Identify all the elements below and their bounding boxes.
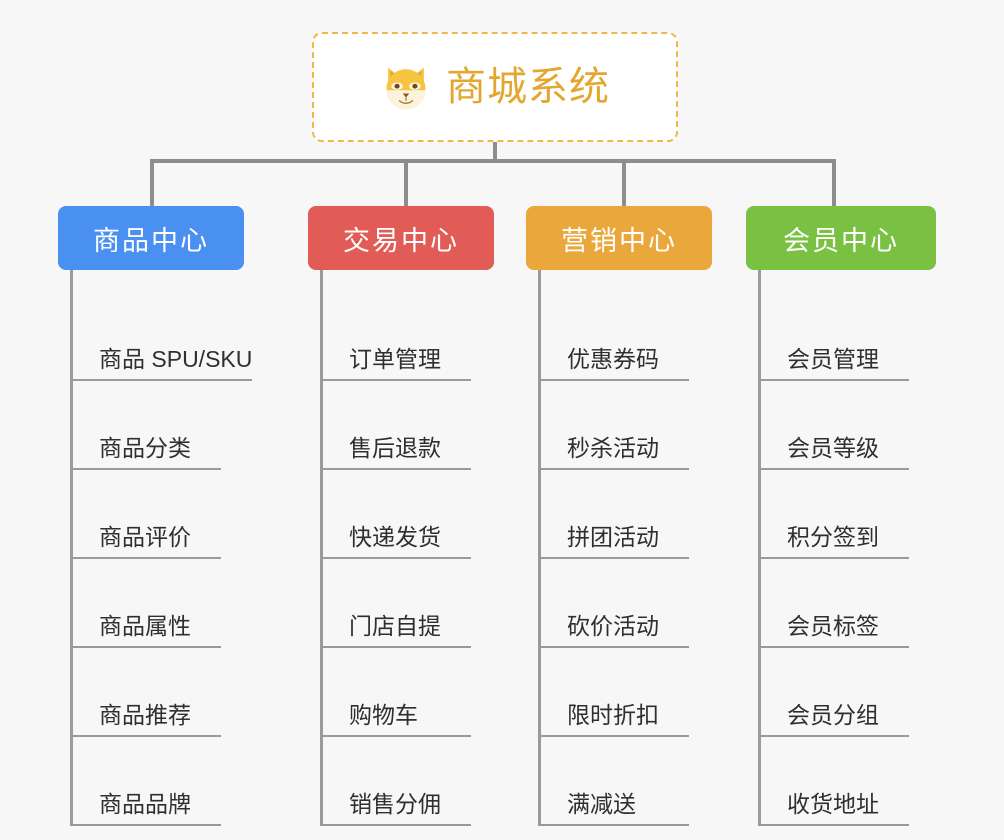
branch-column-4: 会员中心 会员管理 会员等级 积分签到 会员标签 会员分组 收货地址 [746, 206, 966, 826]
root-node[interactable]: 商城系统 [312, 32, 678, 142]
item-label: 优惠券码 [541, 346, 689, 381]
branch-spine-1: 商品 SPU/SKU 商品分类 商品评价 商品属性 商品推荐 商品品牌 [70, 270, 278, 826]
category-header-3[interactable]: 营销中心 [526, 206, 712, 270]
connector-root-stem [493, 142, 497, 162]
list-item[interactable]: 销售分佣 [323, 737, 528, 826]
item-label: 限时折扣 [541, 702, 689, 737]
item-label: 商品分类 [73, 435, 221, 470]
item-label: 商品属性 [73, 613, 221, 648]
item-label: 拼团活动 [541, 524, 689, 559]
list-item[interactable]: 商品分类 [73, 381, 278, 470]
connector-drop-1 [150, 159, 154, 209]
list-item[interactable]: 商品评价 [73, 470, 278, 559]
list-item[interactable]: 快递发货 [323, 470, 528, 559]
item-label: 商品 SPU/SKU [73, 346, 253, 381]
item-label: 门店自提 [323, 613, 471, 648]
category-header-4[interactable]: 会员中心 [746, 206, 936, 270]
item-label: 订单管理 [323, 346, 471, 381]
root-title: 商城系统 [446, 65, 610, 109]
branch-spine-3: 优惠券码 秒杀活动 拼团活动 砍价活动 限时折扣 满减送 [538, 270, 746, 826]
shiba-dog-icon [380, 61, 432, 113]
list-item[interactable]: 购物车 [323, 648, 528, 737]
category-header-1[interactable]: 商品中心 [58, 206, 244, 270]
connector-drop-2 [404, 159, 408, 209]
item-label: 会员标签 [761, 613, 909, 648]
item-label: 砍价活动 [541, 613, 689, 648]
item-label: 收货地址 [761, 791, 909, 826]
list-item[interactable]: 砍价活动 [541, 559, 746, 648]
list-item[interactable]: 商品 SPU/SKU [73, 292, 278, 381]
item-label: 会员分组 [761, 702, 909, 737]
branch-column-3: 营销中心 优惠券码 秒杀活动 拼团活动 砍价活动 限时折扣 满减送 [526, 206, 746, 826]
item-label: 销售分佣 [323, 791, 471, 826]
list-item[interactable]: 会员分组 [761, 648, 966, 737]
item-label: 商品推荐 [73, 702, 221, 737]
list-item[interactable]: 积分签到 [761, 470, 966, 559]
list-item[interactable]: 限时折扣 [541, 648, 746, 737]
item-label: 积分签到 [761, 524, 909, 559]
connector-drop-3 [622, 159, 626, 209]
list-item[interactable]: 售后退款 [323, 381, 528, 470]
list-item[interactable]: 订单管理 [323, 292, 528, 381]
list-item[interactable]: 商品品牌 [73, 737, 278, 826]
connector-drop-4 [832, 159, 836, 209]
item-label: 购物车 [323, 702, 471, 737]
list-item[interactable]: 收货地址 [761, 737, 966, 826]
list-item[interactable]: 优惠券码 [541, 292, 746, 381]
list-item[interactable]: 满减送 [541, 737, 746, 826]
item-label: 售后退款 [323, 435, 471, 470]
branch-column-2: 交易中心 订单管理 售后退款 快递发货 门店自提 购物车 销售分佣 [308, 206, 528, 826]
branch-spine-2: 订单管理 售后退款 快递发货 门店自提 购物车 销售分佣 [320, 270, 528, 826]
list-item[interactable]: 秒杀活动 [541, 381, 746, 470]
list-item[interactable]: 拼团活动 [541, 470, 746, 559]
list-item[interactable]: 商品推荐 [73, 648, 278, 737]
item-label: 商品品牌 [73, 791, 221, 826]
category-header-2[interactable]: 交易中心 [308, 206, 494, 270]
list-item[interactable]: 会员管理 [761, 292, 966, 381]
branch-column-1: 商品中心 商品 SPU/SKU 商品分类 商品评价 商品属性 商品推荐 商品品牌 [58, 206, 278, 826]
list-item[interactable]: 会员等级 [761, 381, 966, 470]
list-item[interactable]: 商品属性 [73, 559, 278, 648]
item-label: 快递发货 [323, 524, 471, 559]
item-label: 商品评价 [73, 524, 221, 559]
list-item[interactable]: 门店自提 [323, 559, 528, 648]
branch-spine-4: 会员管理 会员等级 积分签到 会员标签 会员分组 收货地址 [758, 270, 966, 826]
item-label: 满减送 [541, 791, 689, 826]
item-label: 秒杀活动 [541, 435, 689, 470]
connector-horizontal-bus [150, 159, 834, 163]
list-item[interactable]: 会员标签 [761, 559, 966, 648]
item-label: 会员等级 [761, 435, 909, 470]
item-label: 会员管理 [761, 346, 909, 381]
